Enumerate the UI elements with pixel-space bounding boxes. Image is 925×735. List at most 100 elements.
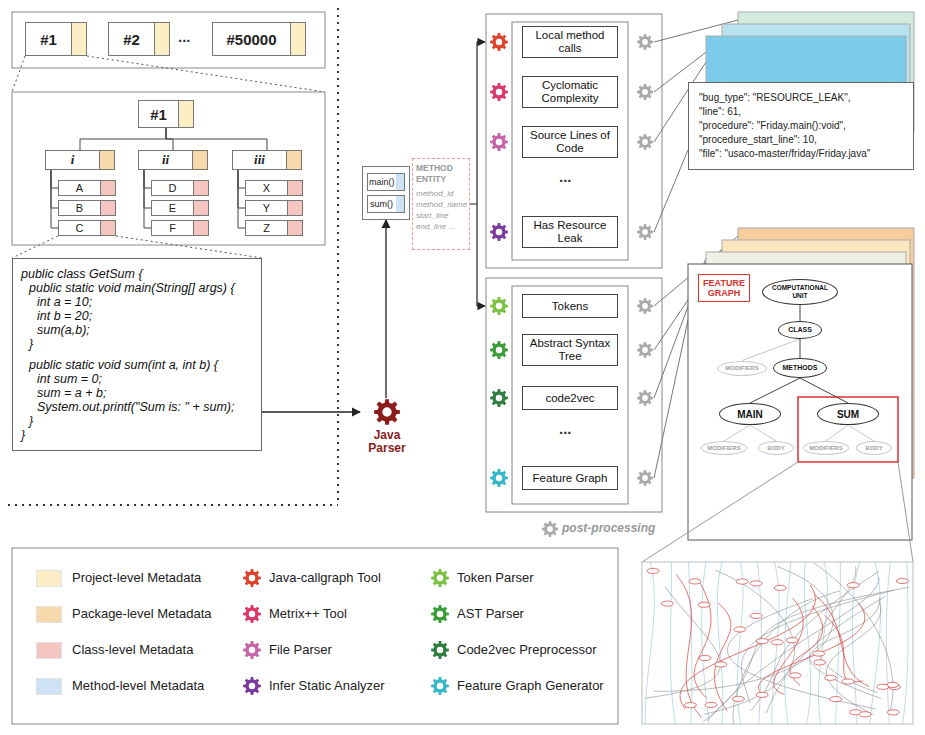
separator xyxy=(8,504,338,506)
branch-line xyxy=(470,42,477,306)
node-text: #1 xyxy=(40,31,57,48)
node-text: code2vec xyxy=(545,392,594,405)
node-text: #2 xyxy=(123,31,140,48)
graph-wire xyxy=(733,591,840,724)
node-text: Local method calls xyxy=(527,29,613,55)
node-text: #50000 xyxy=(226,31,276,48)
node-text: #1 xyxy=(150,106,167,123)
metric-box: Has Resource Leak xyxy=(522,216,618,248)
project-box: #1 xyxy=(138,100,194,128)
project-list-frame xyxy=(12,12,325,68)
zoom-line xyxy=(898,462,913,562)
representation-box: code2vec xyxy=(522,386,618,410)
graph-node-dot xyxy=(750,581,762,586)
zoom-line xyxy=(116,236,262,258)
connector xyxy=(742,339,800,361)
graph-wire xyxy=(680,585,815,709)
gear-icon xyxy=(431,605,449,623)
package-box: ii xyxy=(138,150,208,170)
node-text: SUM xyxy=(837,409,859,420)
bug-report-card: "bug_type": "RESOURCE_LEAK","line": 61,"… xyxy=(688,82,914,170)
graph-wire xyxy=(825,616,864,682)
graph-node-dot xyxy=(715,662,727,667)
graph-wire xyxy=(759,604,865,697)
gear-icon xyxy=(431,641,449,659)
tool-inner-frame xyxy=(512,22,628,260)
legend-text: Code2vec Preprocessor xyxy=(457,642,596,658)
code-line: } xyxy=(21,337,253,351)
legend-text: Class-level Metadata xyxy=(72,642,193,658)
gear-icon xyxy=(374,399,400,425)
node-text: Has Resource Leak xyxy=(527,219,613,245)
gear-icon xyxy=(490,389,508,407)
connector xyxy=(238,170,245,228)
graph-wire xyxy=(766,597,885,714)
node-text: BODY xyxy=(767,444,784,452)
node-text: i xyxy=(71,152,75,168)
graph-node-dot xyxy=(877,684,889,689)
node-text: Java Parser xyxy=(360,429,414,455)
gear-icon xyxy=(431,569,449,587)
method-entity: METHOD ENTITYmethod_idmethod_namestart_l… xyxy=(412,158,470,250)
node-text: end_line ... xyxy=(416,221,466,232)
gear-icon xyxy=(243,569,261,587)
node-text: MODIFIERS xyxy=(707,444,740,452)
gear-icon xyxy=(637,390,653,406)
graph-node: COMPUTATIONAL UNIT xyxy=(762,279,838,305)
gear-icon xyxy=(637,134,653,150)
graph-node-dot xyxy=(814,660,826,665)
gear-icon xyxy=(431,677,449,695)
connector xyxy=(800,378,848,403)
gear-icon xyxy=(243,677,261,695)
node-text: Source Lines of Code xyxy=(527,129,613,155)
package-box: i xyxy=(45,150,115,170)
branch-arrow xyxy=(477,305,485,306)
class-box: A xyxy=(58,180,116,196)
graph-node-dot xyxy=(705,702,717,707)
gear-icon xyxy=(243,641,261,659)
zoom-line xyxy=(12,236,58,258)
graph-wire xyxy=(645,562,654,724)
node-text: method_name xyxy=(416,199,466,210)
metric-box: Local method calls xyxy=(522,26,618,58)
graph-wire xyxy=(818,562,827,724)
legend-text: Java-callgraph Tool xyxy=(269,570,381,586)
graph-node-dot xyxy=(732,696,744,701)
graph-wire xyxy=(804,562,810,724)
legend-text: Metrix++ Tool xyxy=(269,606,347,622)
graph-wire xyxy=(870,562,881,724)
gear-icon xyxy=(637,84,653,100)
connector xyxy=(51,170,58,188)
gear-icon xyxy=(490,33,508,51)
code-line: int a = 10; xyxy=(21,295,253,309)
graph-wire xyxy=(727,599,876,709)
legend-swatch xyxy=(36,678,62,695)
connector xyxy=(385,220,386,398)
graph-node-dot xyxy=(830,697,842,702)
json-line: "file": "usaco-master/friday/Friday.java… xyxy=(699,147,903,161)
class-box: F xyxy=(151,220,209,236)
feature-graph-label: FEATURE GRAPH xyxy=(698,274,750,302)
code-line: public static void sum(int a, int b) { xyxy=(21,358,253,372)
graph-wire xyxy=(654,566,834,691)
graph-node-faded: BODY xyxy=(856,441,892,455)
graph-node-dot xyxy=(734,627,746,632)
graph-node-dot xyxy=(842,679,854,684)
class-box: C xyxy=(58,220,116,236)
class-box: Y xyxy=(245,200,303,216)
graph-node-faded: MODIFIERS xyxy=(701,441,747,455)
graph-wire xyxy=(903,562,908,724)
zoom-line xyxy=(87,56,325,92)
graph-node-dot xyxy=(859,712,871,717)
legend-swatch xyxy=(36,606,62,623)
graph-wire xyxy=(751,571,879,711)
json-line: "procedure": "Friday.main():void", xyxy=(699,119,903,133)
code-line: public static void main(String[] args) { xyxy=(21,281,253,295)
legend-text: Token Parser xyxy=(457,570,534,586)
legend-text: Package-level Metadata xyxy=(72,606,211,622)
connector xyxy=(750,425,776,441)
project-zoom-frame xyxy=(12,92,325,245)
node-text: Z xyxy=(263,222,270,234)
gear-icon xyxy=(490,83,508,101)
output-line xyxy=(654,320,688,478)
